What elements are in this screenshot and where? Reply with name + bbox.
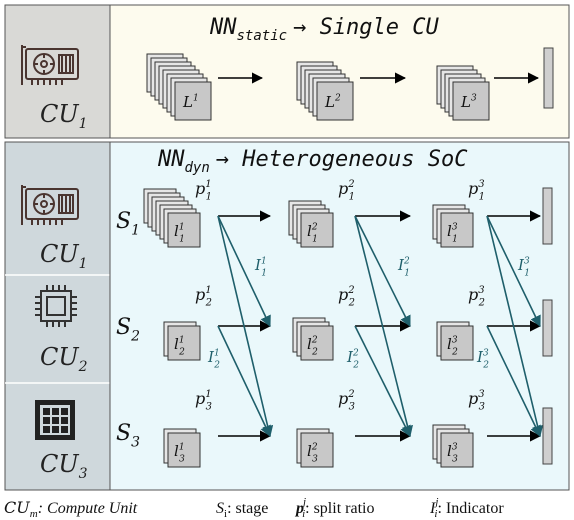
dynamic-title: NNdyn→ Heterogeneous SoC [157, 147, 468, 176]
indicator-arrow [354, 215, 413, 438]
cu-label: CU2 [40, 343, 88, 375]
indicator-arrow [486, 215, 541, 328]
cpu-chip-icon [35, 285, 77, 327]
stage-label: S1 [116, 209, 140, 239]
static-output-bar [543, 47, 554, 109]
static-layer-stack: L3 [436, 65, 490, 121]
indicator-arrow [217, 215, 271, 328]
output-bar [542, 407, 553, 465]
legend-stage: Si: stage [216, 500, 268, 520]
layer-label: L2 [324, 93, 341, 111]
layer-label: L3 [460, 93, 477, 111]
layer-card [167, 325, 201, 361]
indicator-arrow [486, 215, 544, 438]
indicator-arrow [217, 215, 274, 438]
static-layer-stack: L2 [296, 61, 354, 121]
output-bar [542, 299, 553, 357]
gpu-icon [21, 185, 79, 225]
indicator-arrow [486, 325, 541, 438]
layer-card [300, 212, 334, 248]
dynamic-section: NNdyn→ Heterogeneous SoC [4, 141, 570, 491]
static-title: NNstatic→ Single CU [209, 15, 440, 44]
npu-grid-icon [35, 400, 75, 440]
dynamic-output-bars [542, 187, 553, 465]
indicator-arrow [354, 325, 411, 438]
indicator-arrow [354, 215, 411, 328]
gpu-icon [21, 45, 79, 85]
layer-card [174, 81, 212, 121]
layer-card [167, 432, 201, 468]
layer-card [452, 81, 490, 121]
dynamic-arrows [217, 210, 544, 442]
static-layers: L1 L2 L3 [146, 53, 490, 121]
layer-card [300, 325, 334, 361]
layer-card [440, 212, 474, 248]
cu-label: CU3 [40, 450, 88, 482]
layer-card [440, 432, 474, 468]
layer-label: L1 [182, 93, 199, 111]
layer-card [300, 432, 334, 468]
output-bar [542, 187, 553, 245]
layer-card [316, 81, 354, 121]
static-layer-stack: L1 [146, 53, 212, 121]
cu-label: CU1 [40, 240, 88, 272]
static-cu-label: CU1 [40, 100, 88, 132]
indicator-arrow [217, 325, 271, 438]
stage-label: S2 [116, 315, 140, 345]
layer-card [440, 325, 474, 361]
static-section: CU1 NNstatic→ Single CU L1 L2 L3 [4, 4, 570, 139]
layer-card [167, 212, 201, 248]
legend-cu: CUm: Compute Unit [4, 498, 138, 520]
stage-label: S3 [116, 421, 140, 451]
